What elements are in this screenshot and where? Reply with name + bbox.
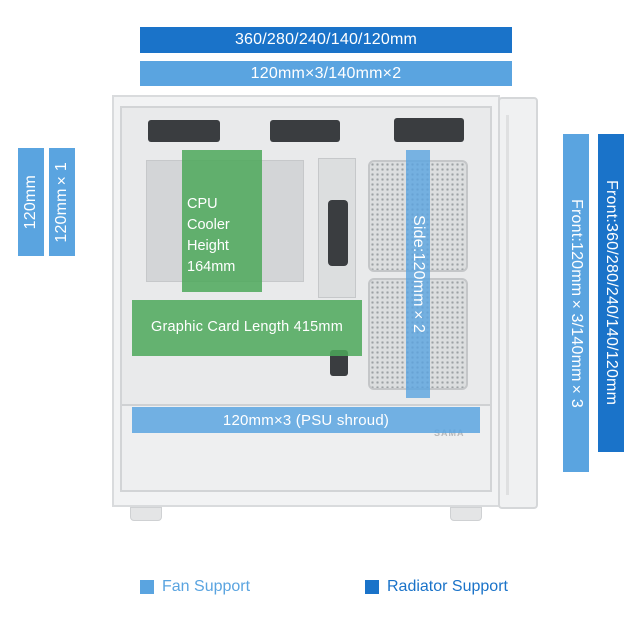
- legend-radiator-support-label: Radiator Support: [387, 578, 508, 595]
- legend-fan-support: Fan Support: [140, 578, 250, 596]
- rear-fan-bar: 120mm: [18, 148, 44, 256]
- legend-fan-support-label: Fan Support: [162, 578, 251, 595]
- front-fan-bar: Front:120mm×3/140mm×3: [563, 134, 589, 472]
- graphic-card-highlight: Graphic Card Length 415mm: [132, 300, 362, 356]
- case-front-panel: [498, 97, 538, 509]
- cpu-cooler-highlight: CPU Cooler Height 164mm: [182, 150, 262, 292]
- top-radiator-label: 360/280/240/140/120mm: [234, 31, 418, 48]
- top-radiator-bar: 360/280/240/140/120mm: [140, 27, 512, 53]
- case-foot-left: [130, 507, 162, 521]
- side-fan-label: Side:120mm×2: [410, 214, 427, 334]
- front-radiator-label: Front:360/280/240/140/120mm: [603, 180, 620, 406]
- rear-fan-count-bar: 120mm×1: [49, 148, 75, 256]
- radiator-support-swatch-icon: [365, 580, 379, 594]
- cable-cutout-upper: [328, 200, 348, 266]
- cpu-cooler-label-line3: 164mm: [187, 259, 236, 276]
- cpu-cooler-label-line1: CPU Cooler: [187, 196, 230, 234]
- top-cutout-2: [270, 120, 340, 142]
- cable-cutout-lower: [330, 350, 348, 376]
- top-fan-label: 120mm×3/140mm×2: [250, 64, 402, 82]
- psu-shroud-fan-label: 120mm×3 (PSU shroud): [222, 411, 390, 429]
- legend-radiator-support: Radiator Support: [365, 578, 508, 596]
- top-fan-bar: 120mm×3/140mm×2: [140, 61, 512, 86]
- cpu-cooler-label-line2: Height: [187, 238, 229, 255]
- front-fan-label: Front:120mm×3/140mm×3: [568, 198, 585, 408]
- front-radiator-bar: Front:360/280/240/140/120mm: [598, 134, 624, 452]
- psu-shroud-fan-highlight: 120mm×3 (PSU shroud): [132, 407, 480, 433]
- rear-fan-label: 120mm: [22, 174, 39, 230]
- brand-logo: SAMA: [434, 428, 465, 438]
- rear-fan-count-label: 120mm×1: [53, 161, 70, 243]
- top-cutout-1: [148, 120, 220, 142]
- case-foot-right: [450, 507, 482, 521]
- top-cutout-3: [394, 118, 464, 142]
- side-fan-highlight: Side:120mm×2: [406, 150, 430, 398]
- front-panel-trim: [506, 115, 509, 495]
- graphic-card-label: Graphic Card Length 415mm: [151, 319, 343, 336]
- fan-support-swatch-icon: [140, 580, 154, 594]
- brand-logo-text: SAMA: [434, 428, 465, 438]
